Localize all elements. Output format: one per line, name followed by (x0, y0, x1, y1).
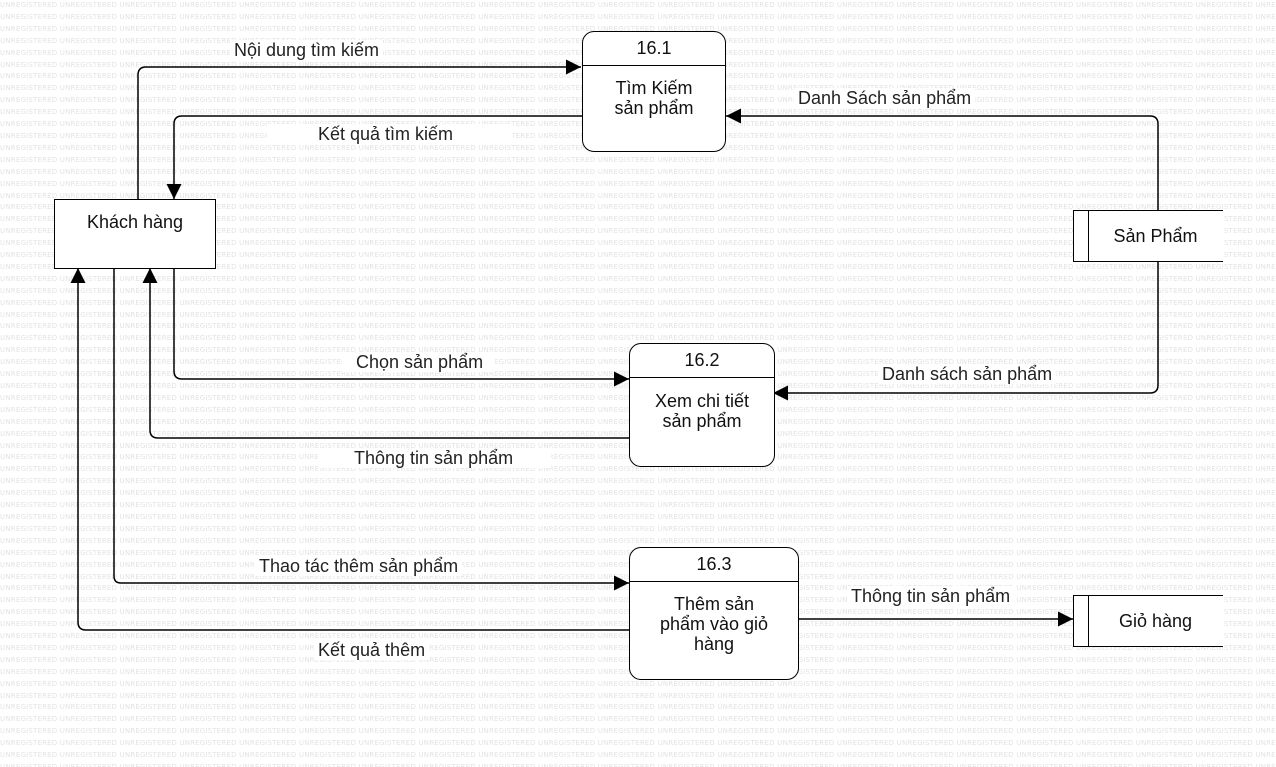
process-16-2-name: Xem chi tiết sản phẩm (654, 391, 750, 431)
flow-label-add-action: Thao tác thêm sản phẩm (255, 556, 463, 576)
flow-product-info-line (142, 268, 630, 439)
flow-label-cart-product-info: Thông tin sản phẩm (847, 586, 1015, 606)
process-16-3-id: 16.3 (630, 548, 798, 582)
flow-add-result-line (70, 268, 630, 631)
store-products-divider (1088, 211, 1089, 261)
store-cart-divider (1088, 596, 1089, 646)
flow-select-product-line (173, 268, 629, 387)
process-16-3-name: Thêm sản phẩm vào giỏ hàng (659, 594, 769, 654)
entity-customer[interactable]: Khách hàng (54, 199, 216, 269)
flow-label-product-info: Thông tin sản phẩm (318, 448, 552, 468)
flow-product-list-1-line (726, 108, 1159, 211)
flow-label-add-result: Kết quả thêm (314, 640, 430, 660)
process-16-1-id: 16.1 (583, 32, 725, 66)
process-16-1-name: Tìm Kiếm sản phẩm (614, 78, 694, 118)
store-products-label: Sản Phẩm (1113, 225, 1198, 246)
process-16-1[interactable]: 16.1 Tìm Kiếm sản phẩm (582, 31, 726, 152)
flow-product-list-2-line (773, 261, 1159, 401)
flow-label-select-product: Chọn sản phẩm (342, 352, 496, 372)
flow-add-action-line (113, 268, 629, 591)
flow-label-product-list-2: Danh sách sản phẩm (878, 364, 1057, 384)
flow-search-content-line (137, 59, 581, 200)
flow-search-result-line (166, 115, 582, 199)
process-16-2-id: 16.2 (630, 344, 774, 378)
process-16-2[interactable]: 16.2 Xem chi tiết sản phẩm (629, 343, 775, 467)
store-products[interactable]: Sản Phẩm (1073, 210, 1223, 262)
store-cart[interactable]: Giỏ hàng (1073, 595, 1223, 647)
entity-customer-label: Khách hàng (86, 212, 184, 232)
flow-label-product-list-1: Danh Sách sản phẩm (794, 88, 976, 108)
flow-label-search-content: Nội dung tìm kiếm (230, 40, 384, 60)
flow-label-search-result: Kết quả tìm kiếm (268, 124, 514, 144)
process-16-3[interactable]: 16.3 Thêm sản phẩm vào giỏ hàng (629, 547, 799, 680)
store-cart-label: Giỏ hàng (1118, 610, 1193, 631)
